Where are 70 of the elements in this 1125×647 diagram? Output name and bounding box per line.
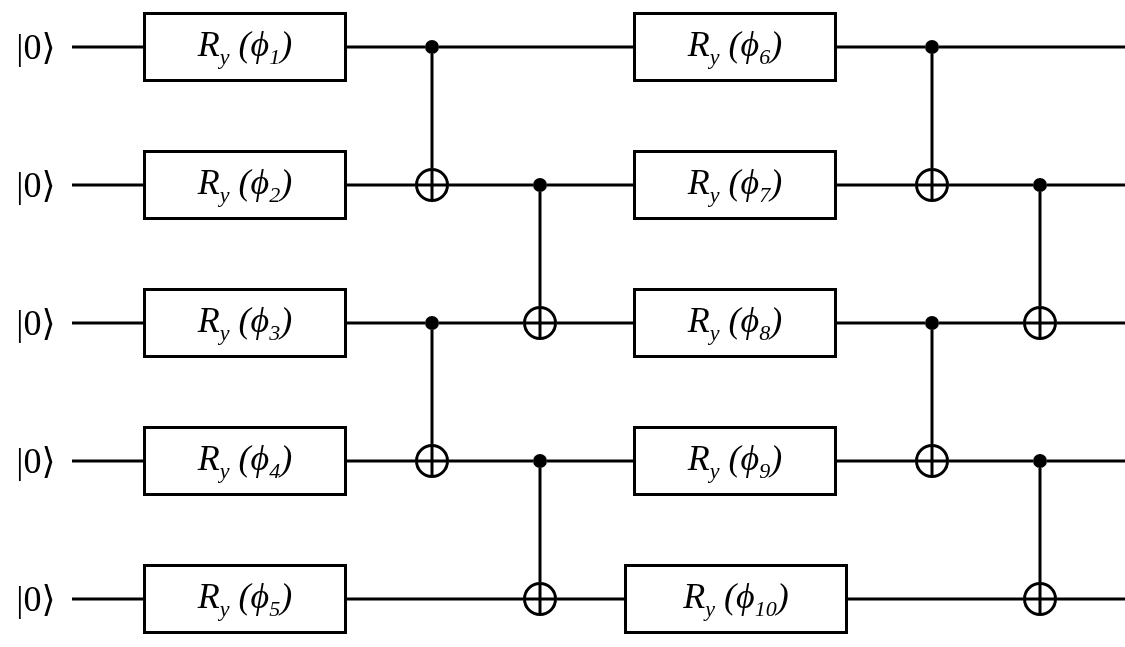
qubit-wire <box>939 321 1023 325</box>
control-line <box>930 54 934 168</box>
qubit-wire <box>1047 459 1125 463</box>
cnot-target-symbol <box>415 168 449 202</box>
qubit-wire <box>72 183 143 187</box>
control-line <box>538 468 542 582</box>
qubit-wire <box>848 597 1023 601</box>
qubit-wire <box>439 45 633 49</box>
qubit-wire <box>347 183 415 187</box>
control-dot <box>533 178 547 192</box>
qubit-wire <box>547 459 633 463</box>
qubit-wire <box>949 183 1033 187</box>
cnot-target-symbol <box>523 582 557 616</box>
qubit-state-label: |0⟩ <box>0 437 72 485</box>
cnot-target-symbol <box>1023 306 1057 340</box>
control-dot <box>425 316 439 330</box>
qubit-wire <box>72 459 143 463</box>
qubit-wire <box>72 321 143 325</box>
control-line <box>430 330 434 444</box>
qubit-wire <box>547 183 633 187</box>
qubit-wire <box>1057 597 1125 601</box>
qubit-wire <box>557 321 633 325</box>
control-dot <box>925 40 939 54</box>
rotation-gate: R$_{y}$ (ϕ$_{10}$) <box>624 564 848 634</box>
control-line <box>538 192 542 306</box>
rotation-gate: R$_{y}$ (ϕ$_{4}$) <box>143 426 347 496</box>
qubit-wire <box>72 597 143 601</box>
qubit-wire <box>557 597 624 601</box>
control-dot <box>425 40 439 54</box>
qubit-wire <box>837 459 915 463</box>
qubit-state-label: |0⟩ <box>0 161 72 209</box>
qubit-wire <box>347 45 425 49</box>
qubit-wire <box>837 183 915 187</box>
rotation-gate: R$_{y}$ (ϕ$_{7}$) <box>633 150 837 220</box>
rotation-gate: R$_{y}$ (ϕ$_{6}$) <box>633 12 837 82</box>
control-dot <box>1033 454 1047 468</box>
control-dot <box>925 316 939 330</box>
qubit-wire <box>347 597 523 601</box>
qubit-wire <box>837 45 925 49</box>
qubit-state-label: |0⟩ <box>0 23 72 71</box>
qubit-wire <box>72 45 143 49</box>
qubit-wire <box>949 459 1033 463</box>
qubit-state-label: |0⟩ <box>0 575 72 623</box>
rotation-gate: R$_{y}$ (ϕ$_{3}$) <box>143 288 347 358</box>
qubit-state-label: |0⟩ <box>0 299 72 347</box>
rotation-gate: R$_{y}$ (ϕ$_{1}$) <box>143 12 347 82</box>
cnot-target-symbol <box>1023 582 1057 616</box>
qubit-wire <box>347 459 415 463</box>
qubit-wire <box>449 183 533 187</box>
cnot-target-symbol <box>915 168 949 202</box>
cnot-target-symbol <box>523 306 557 340</box>
cnot-target-symbol <box>915 444 949 478</box>
control-dot <box>1033 178 1047 192</box>
qubit-wire <box>347 321 425 325</box>
control-line <box>1038 192 1042 306</box>
qubit-wire <box>449 459 533 463</box>
control-line <box>430 54 434 168</box>
rotation-gate: R$_{y}$ (ϕ$_{2}$) <box>143 150 347 220</box>
control-line <box>1038 468 1042 582</box>
rotation-gate: R$_{y}$ (ϕ$_{5}$) <box>143 564 347 634</box>
rotation-gate: R$_{y}$ (ϕ$_{8}$) <box>633 288 837 358</box>
qubit-wire <box>837 321 925 325</box>
control-dot <box>533 454 547 468</box>
rotation-gate: R$_{y}$ (ϕ$_{9}$) <box>633 426 837 496</box>
qubit-wire <box>939 45 1125 49</box>
qubit-wire <box>1047 183 1125 187</box>
qubit-wire <box>1057 321 1125 325</box>
control-line <box>930 330 934 444</box>
qubit-wire <box>439 321 523 325</box>
cnot-target-symbol <box>415 444 449 478</box>
